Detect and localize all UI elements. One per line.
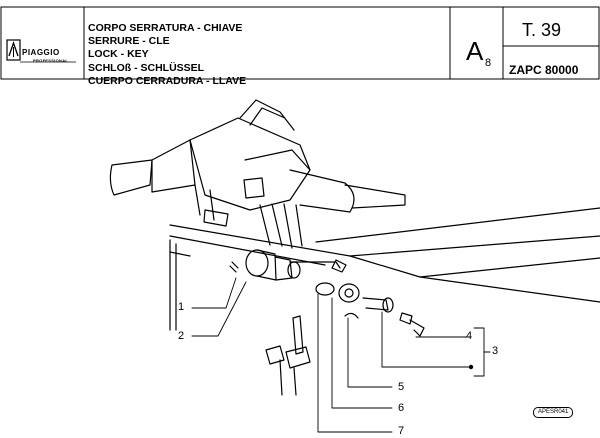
small-parts	[315, 282, 425, 337]
title-italian: CORPO SERRATURA - CHIAVE	[88, 22, 243, 34]
handlebar-assembly	[109, 99, 406, 249]
part-group-titles: CORPO SERRATURA - CHIAVE SERRURE - CLE L…	[88, 22, 246, 88]
brand-subtitle: PROFESSIONAL	[33, 58, 69, 63]
key	[265, 315, 311, 396]
catalog-header: PIAGGIO PROFESSIONAL CORPO SERRATURA - C…	[0, 6, 600, 87]
header-frame	[0, 6, 600, 80]
table-number: T. 39	[522, 20, 562, 40]
callout-5: 5	[398, 381, 405, 393]
section-subscript: 8	[485, 57, 492, 69]
section-letter: A	[466, 36, 484, 66]
model-code: ZAPC 80000	[509, 63, 579, 77]
brand-name: PIAGGIO	[22, 48, 60, 57]
callout-2: 2	[178, 330, 185, 342]
callout-3: 3	[492, 345, 499, 357]
drawing-code: APESR041	[533, 407, 574, 418]
callout-7: 7	[398, 425, 405, 437]
leader-lines	[191, 277, 491, 433]
title-german: SCHLOß - SCHLÜSSEL	[88, 61, 205, 74]
callout-dot	[468, 364, 474, 370]
callout-6: 6	[398, 402, 405, 414]
callout-1: 1	[178, 301, 185, 313]
title-french: SERRURE - CLE	[88, 35, 170, 48]
frame-outline	[169, 207, 600, 331]
callout-4: 4	[466, 330, 473, 342]
title-english: LOCK - KEY	[88, 48, 149, 61]
piaggio-logo-icon	[6, 39, 76, 63]
lock-body	[229, 249, 347, 281]
title-spanish: CUERPO CERRADURA - LLAVE	[88, 74, 247, 87]
